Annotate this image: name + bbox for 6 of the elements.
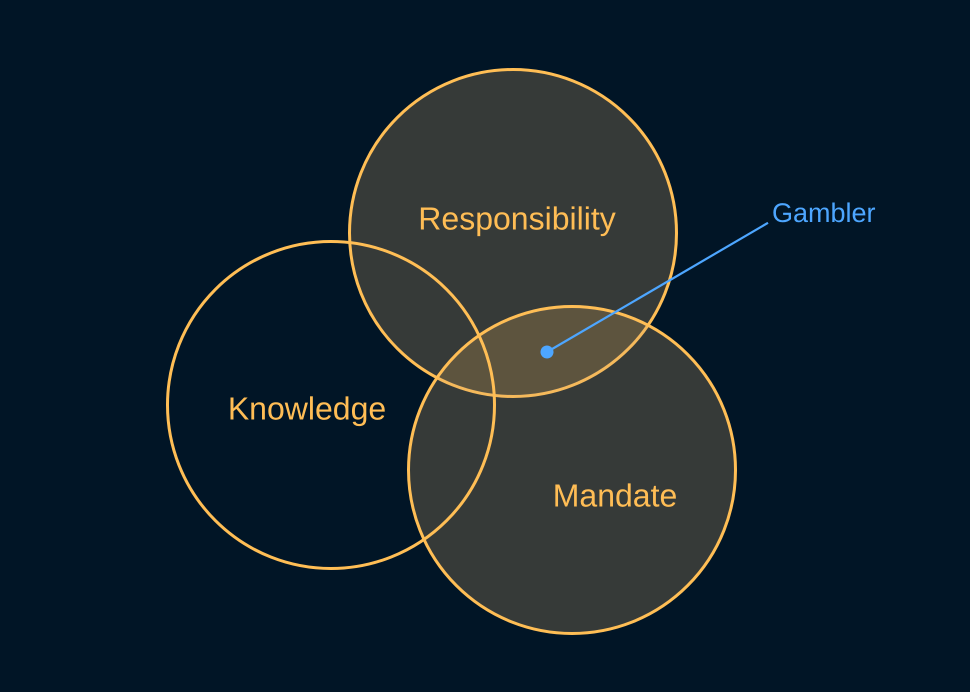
overlap-region <box>440 308 646 394</box>
leader-line <box>540 222 769 358</box>
annotation-label: Gambler <box>772 199 876 229</box>
set-label: Responsibility <box>418 200 616 238</box>
set-label: Knowledge <box>228 390 386 428</box>
set-label: Mandate <box>552 478 678 514</box>
